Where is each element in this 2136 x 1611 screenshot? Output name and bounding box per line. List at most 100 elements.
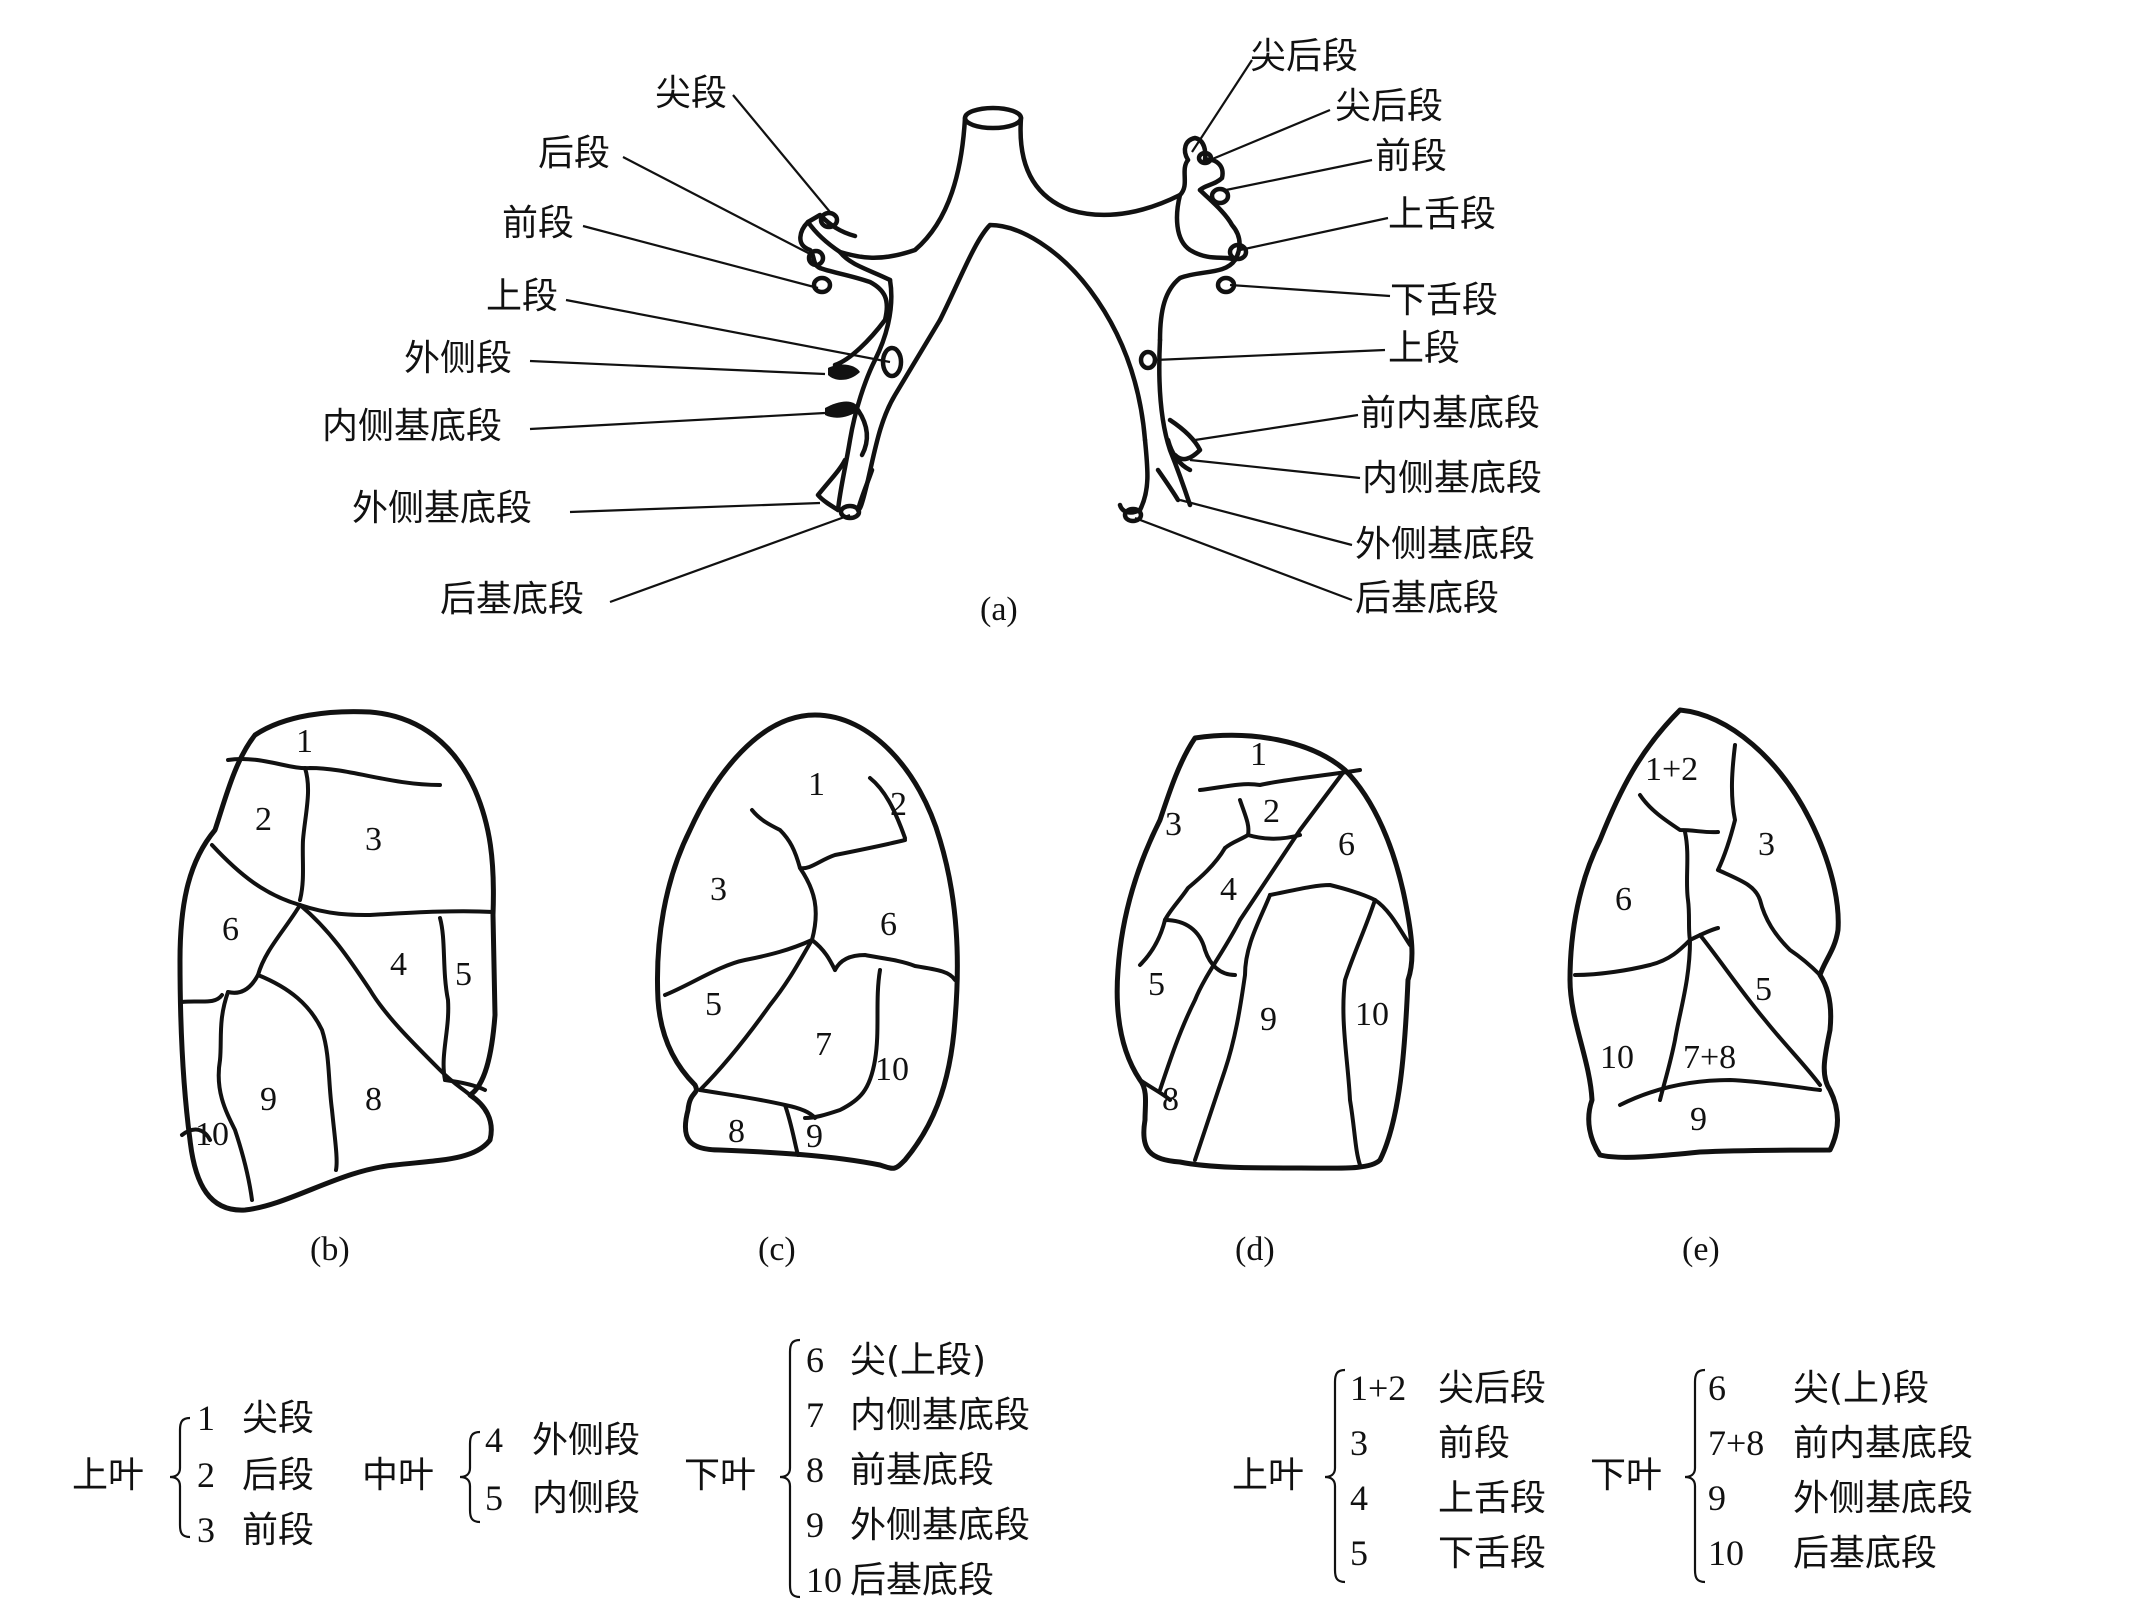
bronchial-tree (529, 59, 1391, 604)
legend-r-n3: 3 (197, 1510, 215, 1550)
seg-c-5: 5 (705, 986, 722, 1023)
label-posterior: 后段 (538, 133, 610, 174)
label-medial-basal-left: 内侧基底段 (1362, 458, 1542, 499)
legend-l-n6: 6 (1708, 1368, 1726, 1408)
legend-r-name2: 后段 (242, 1455, 314, 1496)
legend-l-n4: 5 (1350, 1533, 1368, 1573)
seg-d-3: 3 (1165, 806, 1182, 843)
lung-b (177, 709, 498, 1213)
seg-d-6: 6 (1338, 826, 1355, 863)
seg-c-9: 9 (806, 1118, 823, 1155)
legend-l-name10: 后基底段 (1793, 1533, 1937, 1574)
lung-e-numbers: 1+2 3 6 5 10 7+8 9 (1600, 751, 1775, 1138)
seg-b-10: 10 (195, 1116, 229, 1153)
label-lateral: 外侧段 (404, 338, 512, 379)
seg-b-9: 9 (260, 1081, 277, 1118)
legend-l-name6: 尖(上)段 (1793, 1368, 1929, 1409)
seg-e-6: 6 (1615, 881, 1632, 918)
label-anterior-left: 前段 (1375, 136, 1447, 177)
label-superior-lingular: 上舌段 (1388, 194, 1496, 235)
label-anteromedial-basal: 前内基底段 (1360, 393, 1540, 434)
seg-b-8: 8 (365, 1081, 382, 1118)
legend-r-name4: 外侧段 (532, 1420, 640, 1461)
seg-e-7plus8: 7+8 (1683, 1039, 1736, 1076)
seg-b-1: 1 (296, 723, 313, 760)
label-lateral-basal: 外侧基底段 (352, 488, 532, 529)
lung-e (1567, 707, 1841, 1160)
seg-e-5: 5 (1755, 971, 1772, 1008)
legend-r-middle-label: 中叶 (362, 1455, 434, 1496)
seg-c-10: 10 (875, 1051, 909, 1088)
seg-e-1plus2: 1+2 (1645, 751, 1698, 788)
lung-b-numbers: 1 2 3 6 4 5 9 8 10 (195, 723, 472, 1153)
legend-l-n1: 1+2 (1350, 1368, 1406, 1408)
label-superior-left: 上段 (1388, 328, 1460, 369)
label-inferior-lingular: 下舌段 (1390, 280, 1498, 321)
legend-r-n7: 7 (806, 1395, 824, 1435)
seg-d-4: 4 (1220, 871, 1237, 908)
legend-r-name1: 尖段 (242, 1398, 314, 1439)
caption-b: (b) (310, 1231, 350, 1268)
legend-r-n8: 8 (806, 1450, 824, 1490)
legend-r-name5: 内侧段 (532, 1478, 640, 1519)
legend-r-name10: 后基底段 (850, 1560, 994, 1601)
left-bronchi-labels: 尖后段 尖后段 前段 上舌段 下舌段 上段 前内基底段 内侧基底段 外侧基底段 … (1250, 36, 1542, 619)
seg-b-6: 6 (222, 911, 239, 948)
lung-c (655, 712, 960, 1171)
label-medial-basal: 内侧基底段 (322, 406, 502, 447)
legend-r-n6: 6 (806, 1340, 824, 1380)
seg-d-2: 2 (1263, 793, 1280, 830)
seg-c-7: 7 (815, 1026, 832, 1063)
lung-d-numbers: 1 2 3 6 4 5 9 10 8 (1148, 736, 1389, 1118)
legend-l-n7: 7+8 (1708, 1423, 1764, 1463)
legend-r-lower-label: 下叶 (684, 1455, 756, 1496)
legend-l-n2: 3 (1350, 1423, 1368, 1463)
legend-left-lung: 上叶 1+2 尖后段 3 前段 4 上舌段 5 下舌段 下叶 6 尖(上)段 7… (1232, 1368, 1973, 1584)
legend-r-n9: 9 (806, 1505, 824, 1545)
legend-r-n1: 1 (197, 1398, 215, 1438)
legend-r-n4: 4 (485, 1420, 503, 1460)
seg-d-9: 9 (1260, 1001, 1277, 1038)
legend-l-name7: 前内基底段 (1793, 1423, 1973, 1464)
legend-r-n5: 5 (485, 1478, 503, 1518)
seg-e-9: 9 (1690, 1101, 1707, 1138)
legend-r-name9: 外侧基底段 (850, 1505, 1030, 1546)
legend-r-name8: 前基底段 (850, 1450, 994, 1491)
legend-r-n10: 10 (806, 1560, 842, 1600)
seg-c-1: 1 (808, 766, 825, 803)
caption-d: (d) (1235, 1231, 1275, 1268)
seg-d-5: 5 (1148, 966, 1165, 1003)
seg-c-2: 2 (890, 786, 907, 823)
legend-r-upper-label: 上叶 (72, 1455, 144, 1496)
label-apicoposterior-2: 尖后段 (1335, 86, 1443, 127)
legend-r-name7: 内侧基底段 (850, 1395, 1030, 1436)
legend-l-name3: 上舌段 (1438, 1478, 1546, 1519)
legend-r-name3: 前段 (242, 1510, 314, 1551)
seg-d-1: 1 (1250, 736, 1267, 773)
caption-a: (a) (980, 591, 1018, 628)
seg-b-3: 3 (365, 821, 382, 858)
legend-l-name2: 前段 (1438, 1423, 1510, 1464)
label-superior: 上段 (486, 276, 558, 317)
label-lateral-basal-left: 外侧基底段 (1355, 524, 1535, 565)
label-posterior-basal: 后基底段 (440, 579, 584, 620)
seg-d-8: 8 (1162, 1081, 1179, 1118)
seg-c-3: 3 (710, 871, 727, 908)
legend-r-name6: 尖(上段) (850, 1340, 986, 1381)
legend-l-n10: 10 (1708, 1533, 1744, 1573)
legend-l-n3: 4 (1350, 1478, 1368, 1518)
legend-l-lower-label: 下叶 (1590, 1455, 1662, 1496)
seg-e-3: 3 (1758, 826, 1775, 863)
label-apicoposterior-1: 尖后段 (1250, 36, 1358, 77)
legend-l-upper-label: 上叶 (1232, 1455, 1304, 1496)
seg-e-10: 10 (1600, 1039, 1634, 1076)
legend-l-name4: 下舌段 (1438, 1533, 1546, 1574)
legend-right-lung: 上叶 1 尖段 2 后段 3 前段 中叶 4 外侧段 5 内侧段 下叶 6 尖(… (72, 1338, 1030, 1601)
seg-d-10: 10 (1355, 996, 1389, 1033)
seg-c-8: 8 (728, 1113, 745, 1150)
seg-b-5: 5 (455, 956, 472, 993)
right-bronchi-labels: 尖段 后段 前段 上段 外侧段 内侧基底段 外侧基底段 后基底段 (322, 73, 727, 620)
seg-b-4: 4 (390, 946, 407, 983)
legend-l-name9: 外侧基底段 (1793, 1478, 1973, 1519)
